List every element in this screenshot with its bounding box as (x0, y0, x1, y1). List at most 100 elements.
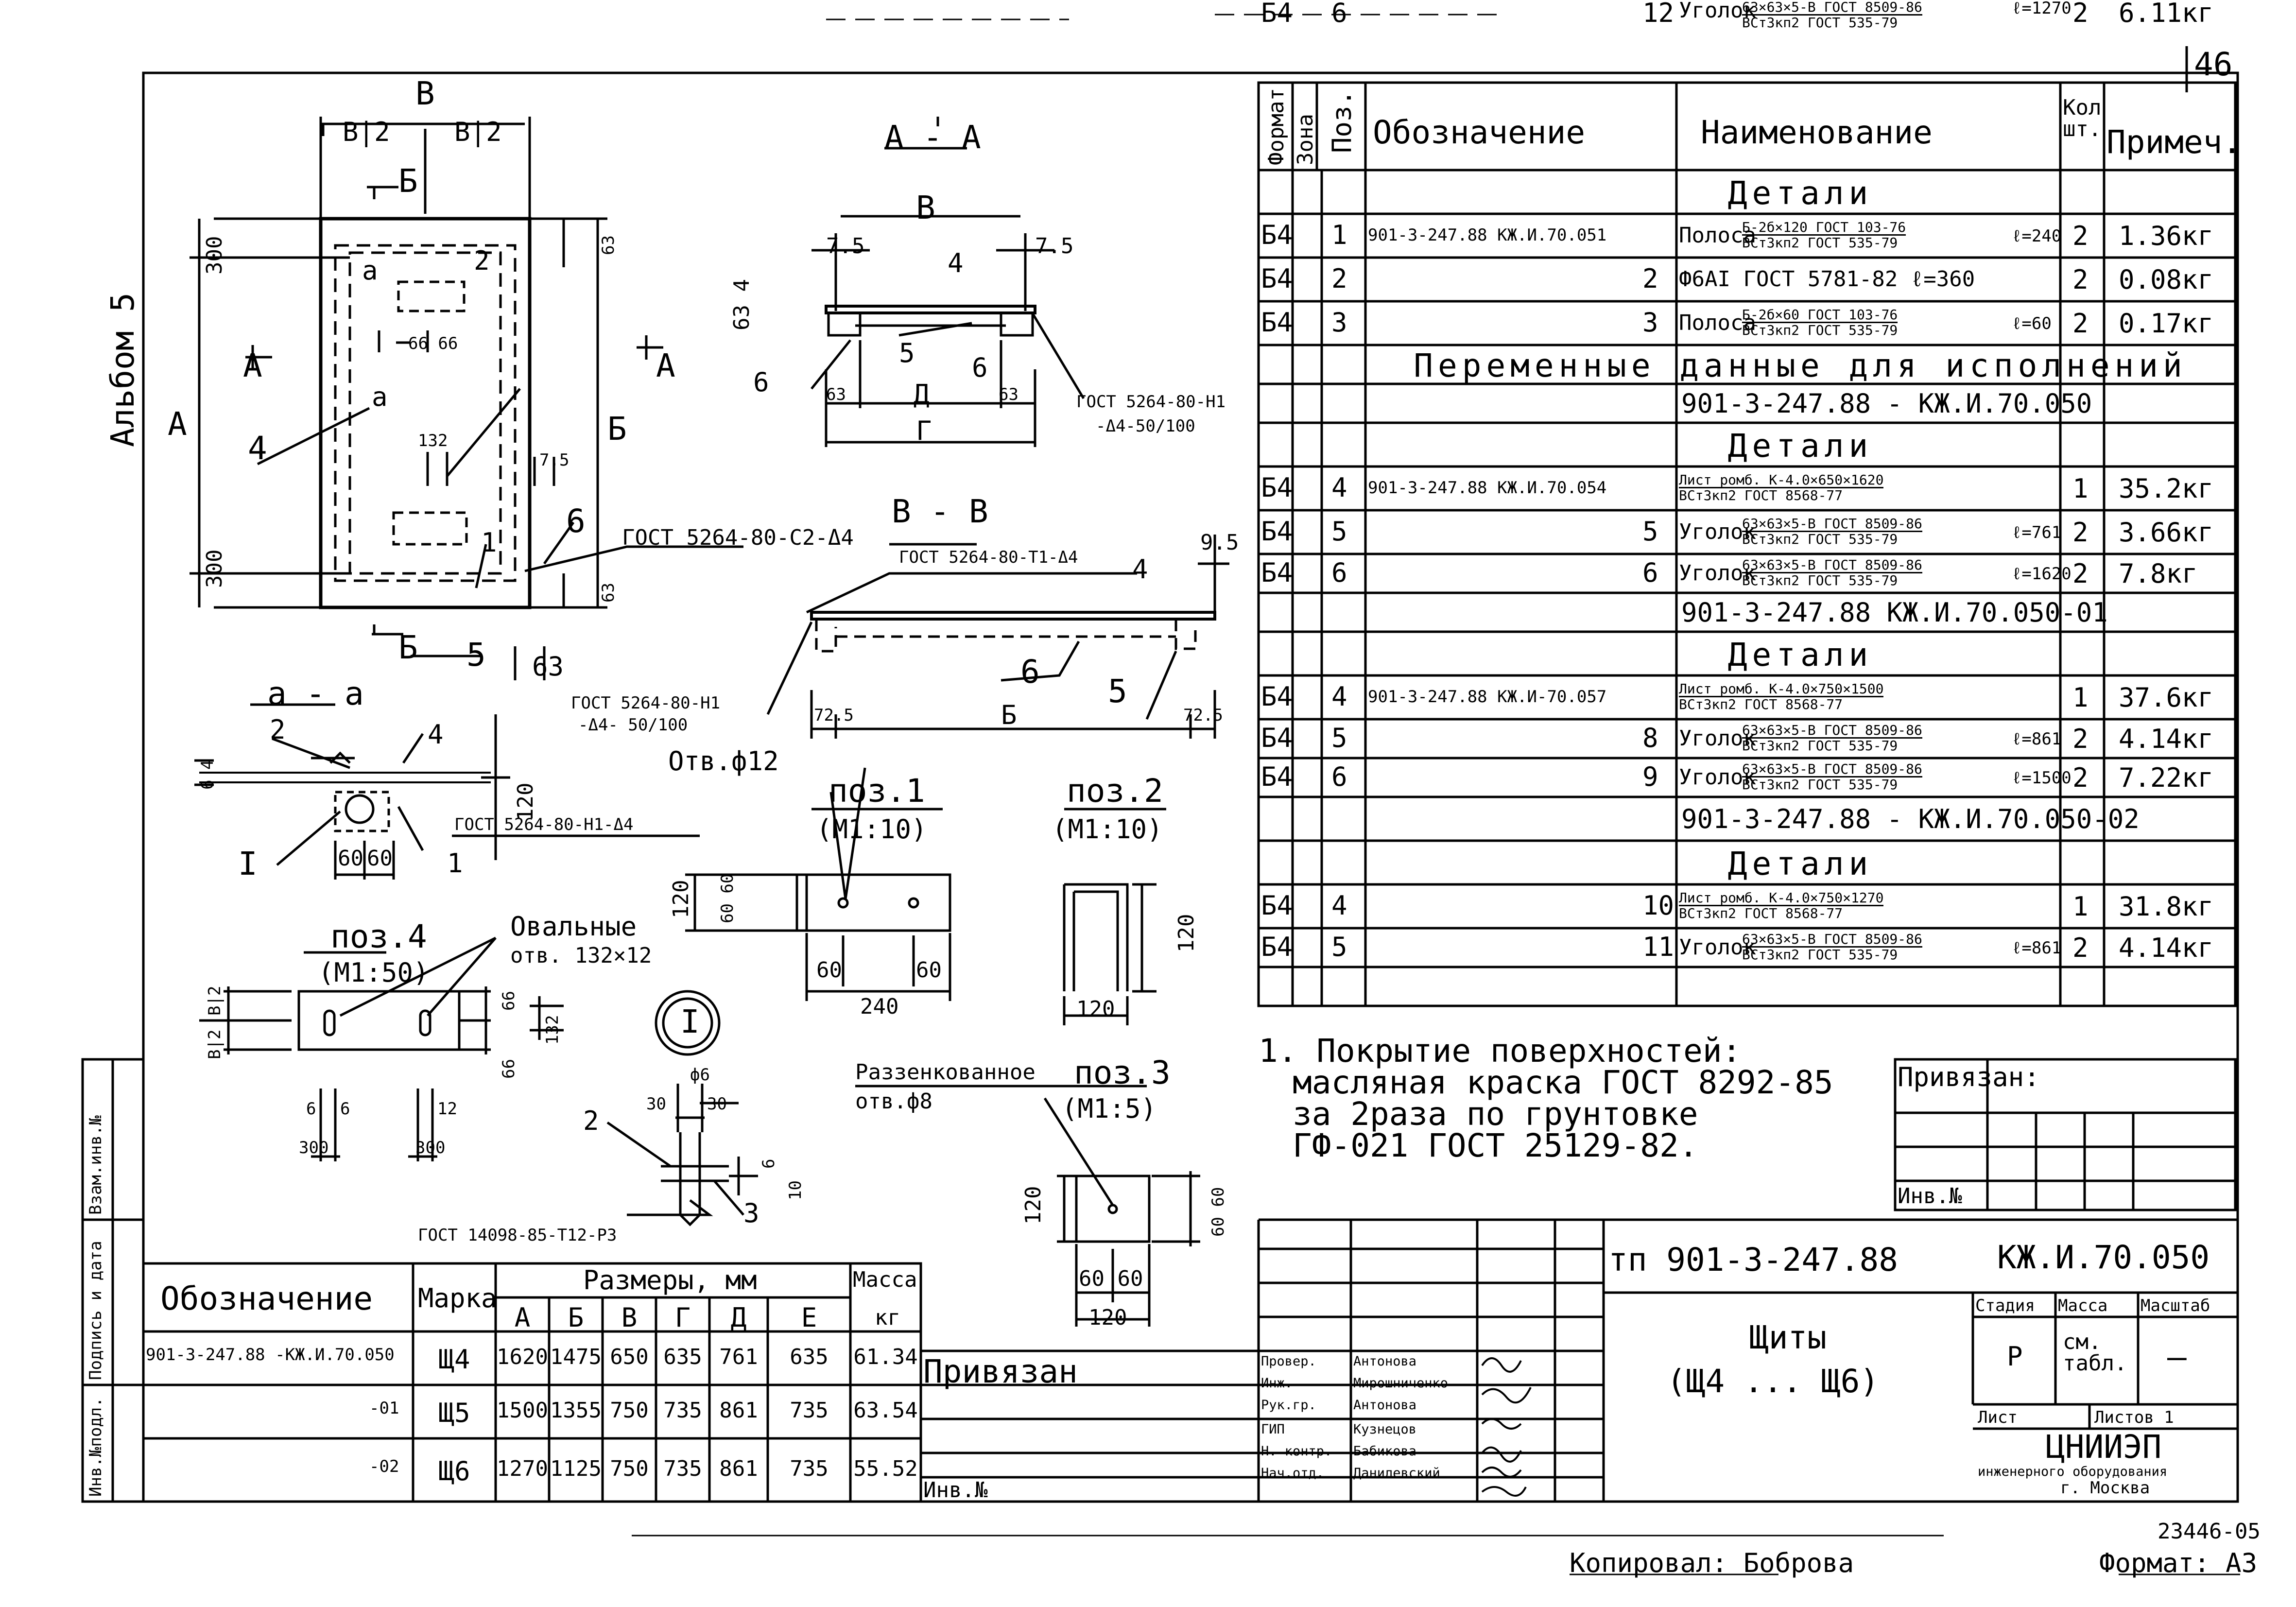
spec-cell-format: Б4 (1261, 516, 1293, 547)
pos1-d6060: 60 60 (718, 873, 737, 923)
spec-cell-length: ℓ=1270 (2012, 0, 2072, 18)
size-cell-mass: 63.54 (853, 1398, 918, 1423)
spec-cell-qty: 2 (2072, 264, 2089, 295)
spec-cell-qty: 1 (2072, 891, 2089, 922)
spec-cell-frac-top: Лист ромб. К-4.0×750×1500 (1679, 681, 1884, 698)
signature-role: Н. контр. (1261, 1444, 1332, 1459)
title-sheet: Лист (1978, 1408, 2018, 1427)
size-cell-a: 1620 (497, 1345, 548, 1369)
section-aa-d75l: 7.5 (826, 234, 865, 259)
title-scale-header: Масштаб (2141, 1296, 2210, 1315)
spec-cell-designation: 11 (1642, 932, 1675, 962)
spec-cell-pos: 4 (1331, 681, 1347, 712)
section-bb-gost: ГОСТ 5264-80-Н1 (571, 693, 721, 713)
section-aa-d63r: 63 (999, 385, 1019, 404)
section-bb-d725l: 72.5 (814, 706, 854, 725)
spec-cell-qty: 2 (2072, 517, 2089, 548)
title-mass: см. табл. (2063, 1330, 2127, 1376)
section-bb-pos4: 4 (1132, 554, 1148, 585)
spec-cell-frac-top: Лист ромб. К-4.0×650×1620 (1679, 472, 1884, 489)
section-bb-title: В - В (892, 493, 988, 530)
spec-cell-pos: 1 (1331, 220, 1347, 250)
spec-cell-frac-top: 63×63×5-В ГОСТ 8509-86 (1742, 722, 1922, 739)
pos4-d12: 12 (437, 1099, 457, 1119)
size-cell-a: 1270 (497, 1456, 548, 1481)
section-a-roman-i: I (238, 845, 258, 882)
spec-section-title: Детали (1727, 427, 1873, 465)
spec-cell-qty: 2 (2072, 0, 2089, 28)
spec-cell-note: 37.6кг (2119, 682, 2214, 713)
signature-role: Рук.гр. (1261, 1398, 1316, 1413)
spec-cell-length: ℓ=861 (2012, 729, 2062, 749)
side-stamp-vzam: Взам.инв.№ (86, 1115, 105, 1215)
spec-cell-format: Б4 (1261, 557, 1293, 588)
spec-cell-pos: 5 (1331, 723, 1347, 753)
plan-pos-1: 1 (481, 527, 497, 558)
signature-name: Кузнецов (1353, 1422, 1417, 1437)
plan-dim-b-half-left: В|2 (343, 117, 390, 147)
spec-cell-length: ℓ=1620 (2012, 564, 2072, 584)
spec-header-qty: Кол шт. (2063, 95, 2102, 141)
spec-cell-note: 3.66кг (2119, 517, 2214, 548)
spec-cell-name: Ф6АI ГОСТ 5781-82 ℓ=360 (1679, 267, 1975, 292)
title-inv-label: Инв.№ (923, 1478, 988, 1503)
spec-cell-frac-bot: ВСт3кп2 ГОСТ 535-79 (1742, 322, 1898, 339)
spec-cell-qty: 2 (2072, 724, 2089, 754)
spec-header-designation: Обозначение (1373, 114, 1586, 151)
plan-dim-a: А (168, 405, 187, 443)
detail-i-d30a: 30 (646, 1094, 666, 1114)
side-stamp-inv-podl: Инв.№подл. (86, 1397, 105, 1497)
signature-role: ГИП (1261, 1422, 1285, 1437)
pos3-scale: (М1:5) (1062, 1093, 1157, 1124)
size-cell-mark: Щ6 (438, 1456, 470, 1486)
spec-cell-frac-bot: ВСт3кп2 ГОСТ 8568-77 (1679, 696, 1843, 713)
detail-i-d30b: 30 (707, 1094, 727, 1114)
detail-i-label: I (680, 1003, 700, 1040)
spec-cell-frac-bot: ВСт3кп2 ГОСТ 8568-77 (1679, 905, 1843, 922)
plan-cut-b-bot: Б (398, 629, 418, 666)
plan-dim-63-bot: 63 (599, 583, 618, 603)
plan-dim-132: 132 (418, 431, 448, 450)
spec-cell-designation: 8 (1642, 723, 1658, 753)
size-header-e: Е (801, 1302, 817, 1333)
size-header-kg: кг (875, 1305, 900, 1330)
title-scale: — (2167, 1338, 2187, 1376)
spec-cell-designation: 10 (1642, 890, 1675, 921)
spec-cell-pos: 5 (1331, 516, 1347, 547)
section-aa-d75r: 7.5 (1035, 234, 1074, 259)
pos2-scale: (М1:10) (1052, 814, 1163, 845)
plan-dim-75: 7.5 (539, 450, 570, 470)
section-a-d60a: 60 (338, 846, 363, 871)
spec-sub-title: 901-3-247.88 - КЖ.И.70.050 (1681, 388, 2092, 419)
section-bb-gost-top: ГОСТ 5264-80-Т1-Δ4 (899, 548, 1078, 567)
spec-cell-frac-top: Б-2б×120 ГОСТ 103-76 (1742, 219, 1906, 236)
signature-name: Бабикова (1353, 1444, 1417, 1459)
size-cell-d: 761 (719, 1345, 758, 1369)
size-cell-e: 635 (790, 1345, 829, 1369)
pos1-d60a: 60 (816, 958, 842, 983)
spec-cell-designation: 5 (1642, 516, 1658, 547)
size-cell-b: 1475 (550, 1345, 602, 1369)
size-header-g: Г (674, 1302, 691, 1333)
detail-i-gost: ГОСТ 14098-85-Т12-Р3 (418, 1226, 617, 1245)
spec-cell-length: ℓ=761 (2012, 523, 2062, 542)
size-cell-v: 750 (610, 1398, 649, 1423)
size-cell-designation: -02 (369, 1457, 399, 1476)
title-line-1: Щиты (1749, 1319, 1827, 1356)
size-header-a: А (514, 1302, 531, 1333)
spec-cell-format: Б4 (1261, 681, 1293, 712)
spec-cell-designation: 12 (1642, 0, 1675, 28)
pos3-d6060h: 60 60 (1079, 1266, 1143, 1291)
plan-dim-b: В (415, 75, 435, 112)
spec-sub-title: 901-3-247.88 - КЖ.И.70.050-02 (1681, 804, 2140, 834)
size-cell-d: 861 (719, 1456, 758, 1481)
spec-header-pos: Поз. (1327, 89, 1357, 153)
section-a-pos1: 1 (447, 848, 463, 879)
pos4-title: поз.4 (330, 918, 427, 955)
plan-cut-a-left: А (243, 347, 262, 384)
spec-cell-note: 7.8кг (2119, 558, 2198, 589)
